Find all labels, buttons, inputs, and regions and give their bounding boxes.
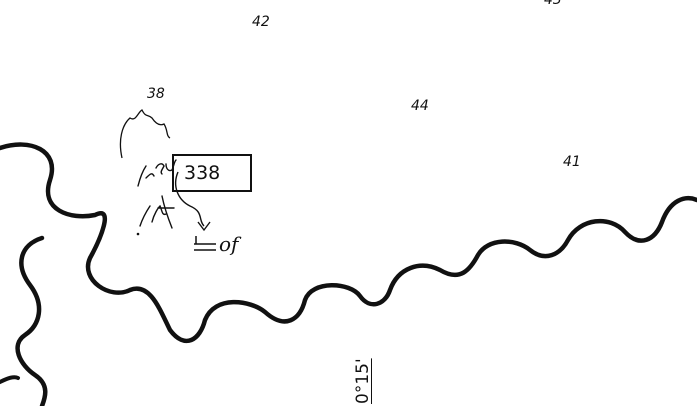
map-number-43: 43: [544, 0, 562, 8]
map-number-41: 41: [563, 154, 581, 170]
map-number-42: 42: [252, 14, 270, 30]
wavy-stub-left: [0, 375, 20, 384]
boxed-value: 338: [172, 154, 252, 192]
equals-sign: [194, 236, 216, 251]
annotation-arrowhead: [197, 221, 211, 232]
handwritten-word-int: [139, 195, 175, 229]
wavy-boundary-secondary: [15, 235, 48, 406]
of-label: of: [219, 232, 239, 256]
handwritten-dot: [136, 232, 140, 236]
annotation-arrow: [174, 171, 205, 227]
handwritten-squiggle: [119, 109, 171, 159]
handwritten-word-lieu: [137, 159, 177, 187]
map-number-38: 38: [147, 86, 165, 102]
scale-label: 0°15': [353, 358, 373, 404]
wavy-boundary-main: [0, 142, 697, 344]
map-number-44: 44: [411, 98, 429, 114]
